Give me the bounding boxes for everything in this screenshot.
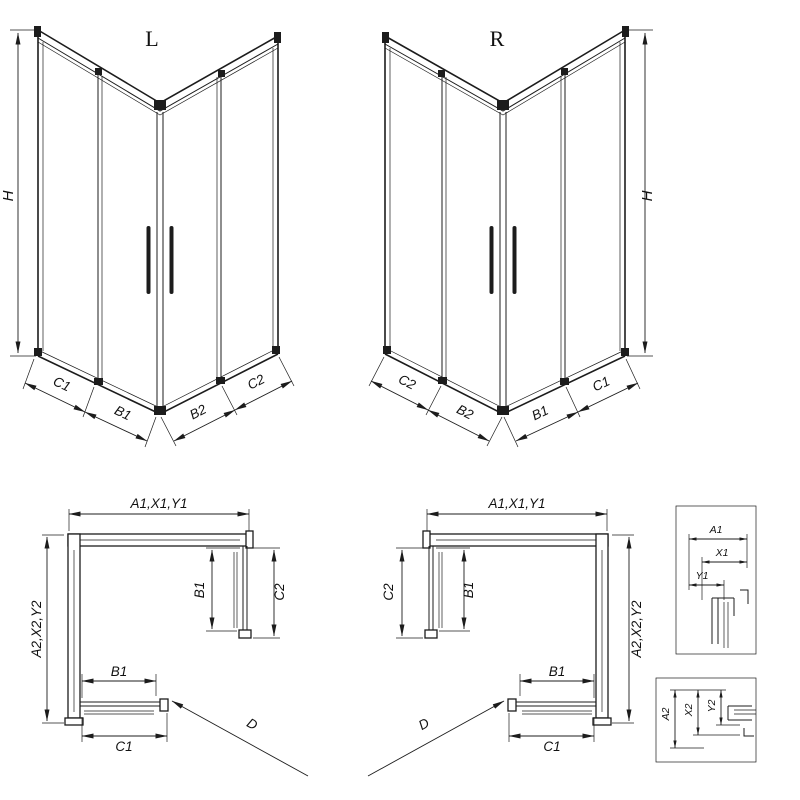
dim-label-width: A1,X1,Y1 [129,496,187,511]
plan-view-left: A1,X1,Y1 A2,X2,Y2 B1 C2 B1 C1 D [29,496,309,777]
panel-end-block [159,698,169,712]
frame-left [34,26,281,415]
dim-chain-right: C2 B2 B1 C1 [368,356,641,448]
dim-label-c1-front: C1 [115,739,132,754]
dim-label-height: H [639,190,656,201]
iso-view-right: R [368,26,656,448]
panel-end-block [507,698,517,712]
panel-end-block [238,629,252,639]
dim-label-b2: B2 [187,401,209,422]
door-handles-left [146,226,174,294]
entry-diagonal [171,700,309,777]
plan-right-walls [422,530,612,726]
dim-label-b1-side: B1 [461,582,476,599]
dim-label-x2: X2 [683,703,695,717]
dim-label-a2: A2 [660,707,672,721]
dim-label-b1: B1 [112,403,133,424]
dim-label-height: H [0,190,17,201]
view-label-left: L [145,26,158,51]
dim-label-c1: C1 [51,373,73,394]
dim-label-b1: B1 [529,403,550,424]
dim-label-b2: B2 [454,402,476,423]
dim-label-b1-front: B1 [111,664,128,679]
dim-label-c2: C2 [245,371,268,392]
detail-box-bottom: A2 X2 Y2 [655,677,757,763]
dim-chain-left: C1 B1 B2 C2 [22,356,295,448]
dim-label-c2-side: C2 [272,583,287,601]
wall-end-profile [592,717,612,726]
plan-left-walls [64,530,254,726]
dim-label-x1: X1 [715,547,729,559]
wall-end-profile [422,530,431,549]
dim-label-y2: Y2 [706,699,718,712]
dim-label-c2: C2 [396,371,419,392]
plan-left-dims: A1,X1,Y1 A2,X2,Y2 B1 C2 B1 C1 D [29,496,309,777]
panel-end-block [424,629,438,639]
view-label-right: R [490,26,505,51]
wall-end-profile [245,530,254,549]
dim-label-b1-side: B1 [192,582,207,599]
door-handles-right [489,226,517,294]
wall-end-profile [64,717,84,726]
detail-box-top: A1 X1 Y1 [675,505,757,655]
dim-label-a1: A1 [709,524,723,536]
door-handle [146,226,151,294]
detail-frame [655,677,757,763]
door-handle [169,226,174,294]
dim-label-b1-front: B1 [549,664,566,679]
dim-height-left: H [0,29,36,357]
dim-label-depth: A2,X2,Y2 [29,600,44,659]
dim-label-c1-front: C1 [543,739,560,754]
profile-section-vertical [711,589,749,648]
plan-right-dims: A1,X1,Y1 A2,X2,Y2 B1 C2 B1 C1 D [367,496,644,777]
dim-label-width: A1,X1,Y1 [487,496,545,511]
detail-frame [675,505,757,655]
iso-view-left: L [0,26,295,448]
dim-label-depth: A2,X2,Y2 [629,600,644,659]
dim-height-right: H [627,29,656,357]
dim-label-c2-side: C2 [381,583,396,601]
frame-right [382,26,629,415]
plan-view-right: A1,X1,Y1 A2,X2,Y2 B1 C2 B1 C1 D [367,496,644,777]
door-handle [512,226,517,294]
profile-section-horizontal [727,705,756,737]
entry-diagonal [367,700,505,777]
dim-label-c1: C1 [590,373,612,394]
door-handle [489,226,494,294]
